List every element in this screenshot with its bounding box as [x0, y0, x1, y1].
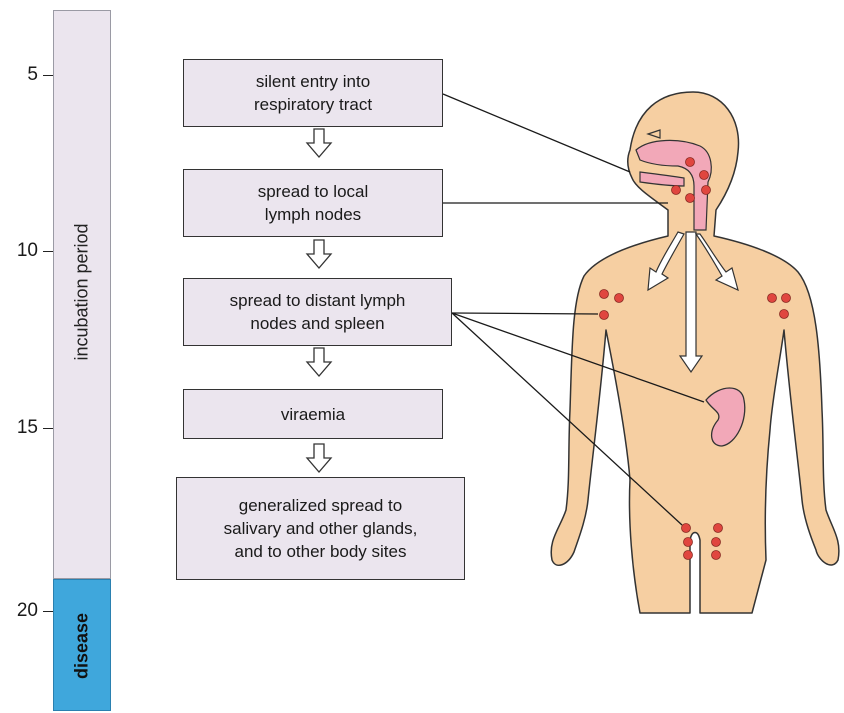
step-box-generalized-spread: generalized spread to salivary and other… [176, 477, 465, 580]
step-box-viraemia: viraemia [183, 389, 443, 439]
step-box-distant-lymph-nodes: spread to distant lymph nodes and spleen [183, 278, 452, 346]
step-box-respiratory-entry: silent entry into respiratory tract [183, 59, 443, 127]
step-box-local-lymph-nodes: spread to local lymph nodes [183, 169, 443, 237]
